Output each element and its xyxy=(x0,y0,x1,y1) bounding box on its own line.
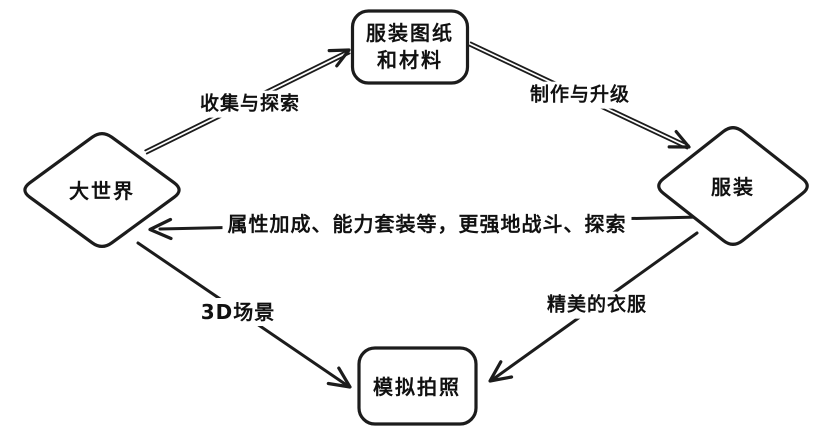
edge-fine-clothes-label: 精美的衣服 xyxy=(541,291,653,319)
node-photo-mode-label: 模拟拍照 xyxy=(373,375,461,399)
node-blueprints-shape xyxy=(350,9,470,85)
node-big-world-label: 大世界 xyxy=(69,179,135,203)
edge-scene-3d-label: 3D场景 xyxy=(195,298,281,326)
node-blueprints-label-line1: 服装图纸 xyxy=(366,21,454,45)
node-big-world-shape xyxy=(23,132,181,248)
node-blueprints-label-line2: 和材料 xyxy=(377,48,443,72)
node-blueprints-label: 服装图纸 和材料 xyxy=(366,20,454,74)
arrowhead-icon xyxy=(326,366,352,389)
arrowhead-icon xyxy=(667,130,691,149)
edge-craft-label: 制作与升级 xyxy=(524,81,636,109)
arrowhead-icon xyxy=(148,217,173,241)
node-photo-mode-shape xyxy=(357,346,478,426)
edge-buff-label: 属性加成、能力套装等，更强地战斗、探索 xyxy=(222,210,632,238)
node-clothing-label: 服装 xyxy=(711,175,755,199)
edge-collect-label: 收集与探索 xyxy=(194,90,306,118)
arrowhead-icon xyxy=(327,48,351,68)
node-clothing-shape xyxy=(657,126,809,246)
arrowhead-icon xyxy=(488,360,514,383)
